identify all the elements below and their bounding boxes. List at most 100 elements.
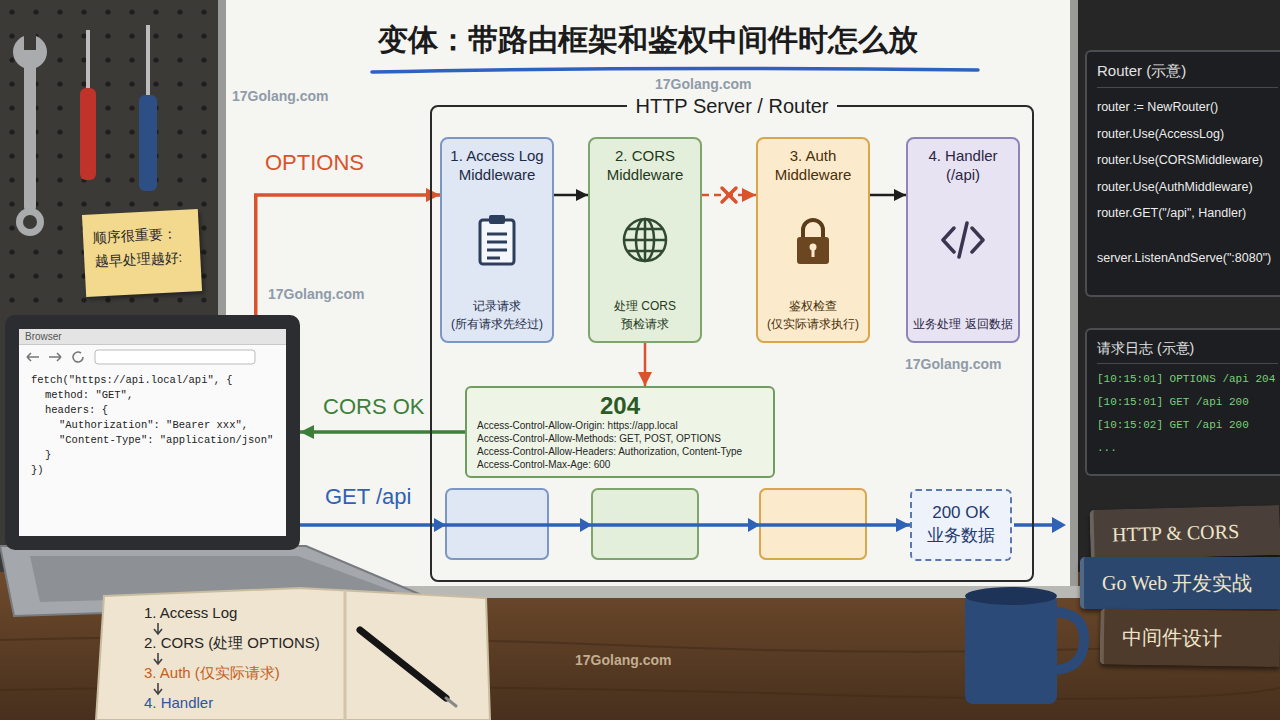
code-line: router.Use(AccessLog) — [1097, 121, 1278, 148]
code-line: "Content-Type": "application/json" — [19, 433, 286, 448]
exit-arrow — [1014, 523, 1054, 527]
code-line: headers: { — [19, 403, 286, 418]
region-title: HTTP Server / Router — [627, 94, 836, 118]
scene-part — [139, 95, 157, 191]
box-heading: 1. Access Log Middleware — [446, 147, 548, 185]
code-line: "Authorization": "Bearer xxx", — [19, 418, 286, 433]
box-body: 处理 CORS 预检请求 — [594, 298, 696, 333]
code-icon — [938, 212, 988, 268]
sticky-note: 顺序很重要： 越早处理越好: — [82, 209, 202, 297]
scene-part — [480, 220, 514, 264]
result-text: 业务数据 — [916, 525, 1006, 548]
notebook-page: 1. Access Log2. CORS (处理 OPTIONS)3. Auth… — [118, 592, 348, 720]
status-code: 204 — [477, 393, 763, 419]
connectors — [256, 188, 910, 525]
log-line: [10:15:02] GET /api 200 — [1097, 414, 1278, 437]
router-region: HTTP Server / Router1. Access Log Middle… — [430, 105, 1034, 582]
mug — [965, 587, 1084, 704]
flow-arrow — [300, 430, 465, 434]
whiteboard — [222, 0, 1074, 592]
blocked-mark — [722, 188, 736, 202]
watermark: 17Golang.com — [905, 356, 1001, 372]
scene-part — [487, 234, 507, 258]
diagram-title: 变体：带路由框架和鉴权中间件时怎么放 — [222, 20, 1074, 60]
code-line: fetch("https://api.local/api", { — [19, 373, 286, 388]
scene-part — [624, 219, 666, 261]
book-title: 中间件设计 — [1122, 623, 1222, 651]
log-line: [10:15:01] GET /api 200 — [1097, 391, 1278, 414]
log-line: [10:15:01] OPTIONS /api 204 — [1097, 368, 1278, 391]
scene-part — [943, 223, 983, 257]
header-line: Access-Control-Allow-Headers: Authorizat… — [477, 445, 763, 458]
book-title: HTTP & CORS — [1112, 520, 1240, 546]
response-box: 204Access-Control-Allow-Origin: https://… — [465, 386, 775, 478]
panel-title: 请求日志 (示意) — [1097, 340, 1278, 364]
edge-label: GET /api — [322, 484, 414, 510]
panel-title: Router (示意) — [1097, 62, 1278, 88]
browser-toolbar — [19, 347, 269, 367]
scene-part — [146, 25, 150, 97]
note-step: 2. CORS (处理 OPTIONS) — [144, 628, 348, 658]
box-body: 业务处理 返回数据 — [912, 316, 1014, 333]
wrench — [13, 30, 47, 236]
scene-part — [73, 352, 83, 362]
book-spine: Go Web 开发实战 — [1080, 557, 1280, 609]
scene-part — [624, 219, 666, 261]
scene-part — [624, 219, 666, 261]
scene-part — [154, 623, 162, 694]
scene-part — [27, 353, 61, 361]
lock-icon — [788, 212, 838, 268]
scene-part — [812, 248, 815, 257]
header-line: Access-Control-Allow-Origin: https://app… — [477, 419, 763, 432]
middleware-box: 1. Access Log Middleware 记录请求 (所有请求先经过) — [440, 137, 554, 343]
log-panel: 请求日志 (示意)[10:15:01] OPTIONS /api 204[10:… — [1085, 328, 1280, 476]
flow-arrow — [256, 195, 440, 315]
box-body: 记录请求 (所有请求先经过) — [446, 298, 548, 333]
code-line: server.ListenAndServe(":8080") — [1097, 245, 1278, 272]
note-step: 4. Handler — [144, 688, 348, 718]
watermark: 17Golang.com — [232, 88, 328, 104]
scene-part — [80, 88, 96, 180]
box-heading: 4. Handler (/api) — [912, 147, 1014, 185]
book-spine: 中间件设计 — [1100, 608, 1280, 667]
box-body: 鉴权检查 (仅实际请求执行) — [762, 298, 864, 333]
code-line: router.Use(AuthMiddleware) — [1097, 174, 1278, 201]
scene-part — [95, 350, 255, 364]
scene-part — [360, 630, 446, 698]
code-line: method: "GET", — [19, 388, 286, 403]
scene-part — [24, 62, 36, 212]
note-step: 3. Auth (仅实际请求) — [144, 658, 348, 688]
scene-part — [943, 223, 983, 257]
globe-icon — [620, 212, 670, 268]
title-underline — [372, 68, 978, 72]
scene-part — [965, 587, 1057, 605]
watermark: 17Golang.com — [268, 286, 364, 302]
scene-part — [23, 215, 37, 229]
flow-arrow — [554, 194, 588, 197]
book-spine: HTTP & CORS — [1089, 505, 1280, 560]
scene-part — [96, 588, 490, 720]
scene-part — [24, 30, 36, 50]
flow-arrow — [644, 343, 647, 386]
code-line: }) — [19, 463, 286, 478]
scene-part — [797, 237, 829, 264]
code-line: router.Use(CORSMiddleware) — [1097, 147, 1278, 174]
flow-arrow — [300, 523, 910, 527]
log-line: ... — [1097, 437, 1278, 460]
blue-screwdriver — [139, 25, 157, 191]
middleware-box: 2. CORS Middleware 处理 CORS 预检请求 — [588, 137, 702, 343]
header-line: Access-Control-Max-Age: 600 — [477, 458, 763, 471]
exit-arrowhead — [1052, 517, 1066, 533]
window-title: Browser — [19, 329, 286, 345]
scene-part — [803, 220, 823, 238]
box-heading: 2. CORS Middleware — [594, 147, 696, 185]
flow-arrow — [870, 194, 906, 197]
book-title: Go Web 开发实战 — [1102, 570, 1252, 597]
pen — [360, 630, 456, 706]
clipboard-icon — [472, 212, 522, 268]
middleware-box: 3. Auth Middleware 鉴权检查 (仅实际请求执行) — [756, 137, 870, 343]
notebook — [96, 588, 490, 720]
box-heading: 3. Auth Middleware — [762, 147, 864, 185]
edge-label: CORS OK — [320, 394, 427, 420]
